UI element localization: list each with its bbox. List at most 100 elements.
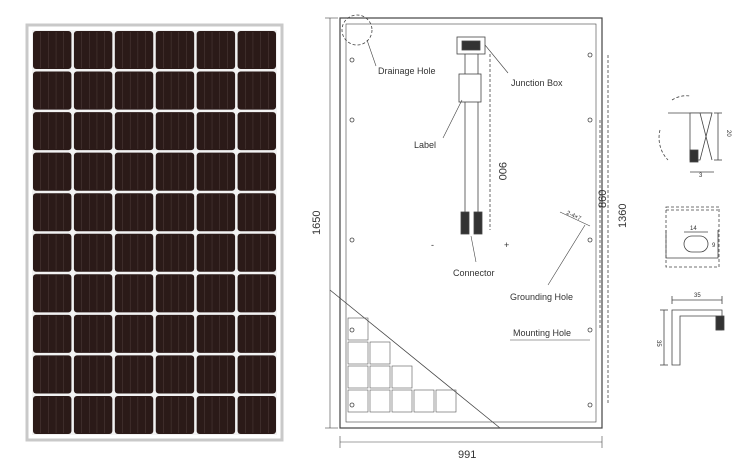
cutaway-cell bbox=[347, 317, 369, 341]
dim-1650: 1650 bbox=[311, 211, 323, 235]
cable-label-tag bbox=[458, 73, 482, 103]
solar-cell bbox=[237, 193, 276, 232]
frame-width-dim: 35 bbox=[694, 293, 701, 299]
dim-1360: 1360 bbox=[617, 204, 629, 228]
solar-cell bbox=[114, 395, 154, 434]
plus-sign: + bbox=[504, 240, 509, 250]
solar-cell bbox=[237, 31, 276, 70]
profile-details bbox=[658, 95, 725, 366]
solar-cell bbox=[33, 233, 72, 272]
drainage-hole-marker bbox=[341, 14, 373, 46]
frame-outer bbox=[339, 17, 603, 429]
solar-cell bbox=[33, 355, 72, 394]
solar-cell bbox=[196, 233, 236, 272]
solar-cell bbox=[33, 31, 72, 70]
solar-cell bbox=[73, 314, 113, 353]
solar-cell bbox=[114, 355, 154, 394]
label-leader bbox=[442, 99, 463, 139]
solar-cell bbox=[155, 152, 195, 191]
hole-detail bbox=[665, 206, 720, 268]
cutaway-cell bbox=[369, 365, 391, 389]
grounding-hole-label: Grounding Hole bbox=[510, 292, 573, 302]
solar-cell bbox=[73, 274, 113, 313]
solar-cell bbox=[196, 355, 236, 394]
solar-cell bbox=[196, 152, 236, 191]
solar-cell bbox=[155, 112, 195, 151]
solar-cell bbox=[114, 314, 154, 353]
cutaway-cell bbox=[435, 389, 457, 413]
solar-cell bbox=[33, 395, 72, 434]
corner-small-dim: 3 bbox=[699, 173, 703, 179]
solar-panel-photo bbox=[25, 23, 284, 442]
cutaway-cell bbox=[391, 365, 413, 389]
solar-cell bbox=[155, 233, 195, 272]
solar-cell bbox=[196, 193, 236, 232]
solar-cell bbox=[73, 152, 113, 191]
solar-cell bbox=[155, 71, 195, 110]
solar-cell bbox=[237, 152, 276, 191]
solar-cell bbox=[73, 395, 113, 434]
cutaway-cells bbox=[347, 317, 457, 413]
mounting-hole-label: Mounting Hole bbox=[513, 328, 571, 338]
grounding-hole-leader bbox=[547, 224, 586, 286]
corner-detail bbox=[658, 95, 722, 173]
frame-height-dim: 35 bbox=[655, 340, 661, 347]
solar-cell bbox=[155, 314, 195, 353]
solar-cell bbox=[73, 112, 113, 151]
solar-cell bbox=[114, 71, 154, 110]
solar-cell bbox=[114, 233, 154, 272]
solar-cell bbox=[114, 274, 154, 313]
cutaway-cell bbox=[413, 389, 435, 413]
connector-label: Connector bbox=[453, 268, 495, 278]
solar-cell bbox=[237, 395, 276, 434]
solar-cell bbox=[155, 274, 195, 313]
solar-cell bbox=[196, 314, 236, 353]
solar-cell bbox=[114, 112, 154, 151]
solar-cell bbox=[237, 355, 276, 394]
solar-cell bbox=[196, 395, 236, 434]
solar-cell bbox=[33, 152, 72, 191]
hole-width-dim: 14 bbox=[690, 226, 697, 232]
junction-box-leader bbox=[484, 44, 509, 74]
solar-cell bbox=[196, 71, 236, 110]
solar-cell bbox=[196, 112, 236, 151]
solar-cell bbox=[114, 152, 154, 191]
cutaway-cell bbox=[347, 389, 369, 413]
junction-box-label: Junction Box bbox=[511, 78, 563, 88]
solar-cell bbox=[237, 112, 276, 151]
solar-cell bbox=[155, 31, 195, 70]
dim-900: 900 bbox=[496, 162, 508, 180]
solar-cell bbox=[196, 31, 236, 70]
solar-cell bbox=[114, 31, 154, 70]
junction-box-label-plate bbox=[461, 40, 481, 51]
mounting-holes bbox=[349, 52, 593, 408]
minus-sign: - bbox=[431, 240, 434, 250]
hole-height-dim: 9 bbox=[712, 243, 716, 249]
drainage-hole-label: Drainage Hole bbox=[378, 66, 436, 76]
solar-cell bbox=[33, 71, 72, 110]
panel-backsheet bbox=[32, 30, 277, 435]
dim-hole-detail: 2-4×7 bbox=[565, 210, 582, 222]
solar-cell bbox=[33, 274, 72, 313]
solar-cell bbox=[237, 274, 276, 313]
cutaway-edge bbox=[329, 289, 501, 429]
solar-cell bbox=[73, 71, 113, 110]
solar-cell bbox=[73, 193, 113, 232]
label-label: Label bbox=[414, 140, 436, 150]
cutaway-cell bbox=[347, 341, 369, 365]
solar-cell bbox=[155, 395, 195, 434]
solar-cell bbox=[33, 112, 72, 151]
dim-860: 860 bbox=[597, 190, 609, 208]
solar-cell bbox=[73, 31, 113, 70]
solar-cell bbox=[237, 314, 276, 353]
back-view-drawing bbox=[325, 14, 609, 448]
solar-cell bbox=[114, 193, 154, 232]
connector-negative bbox=[460, 211, 470, 235]
solar-cell bbox=[33, 193, 72, 232]
solar-cell bbox=[33, 314, 72, 353]
frame-inner bbox=[345, 23, 597, 423]
cutaway-cell bbox=[369, 389, 391, 413]
cutaway-cell bbox=[347, 365, 369, 389]
connector-leader bbox=[470, 235, 477, 263]
